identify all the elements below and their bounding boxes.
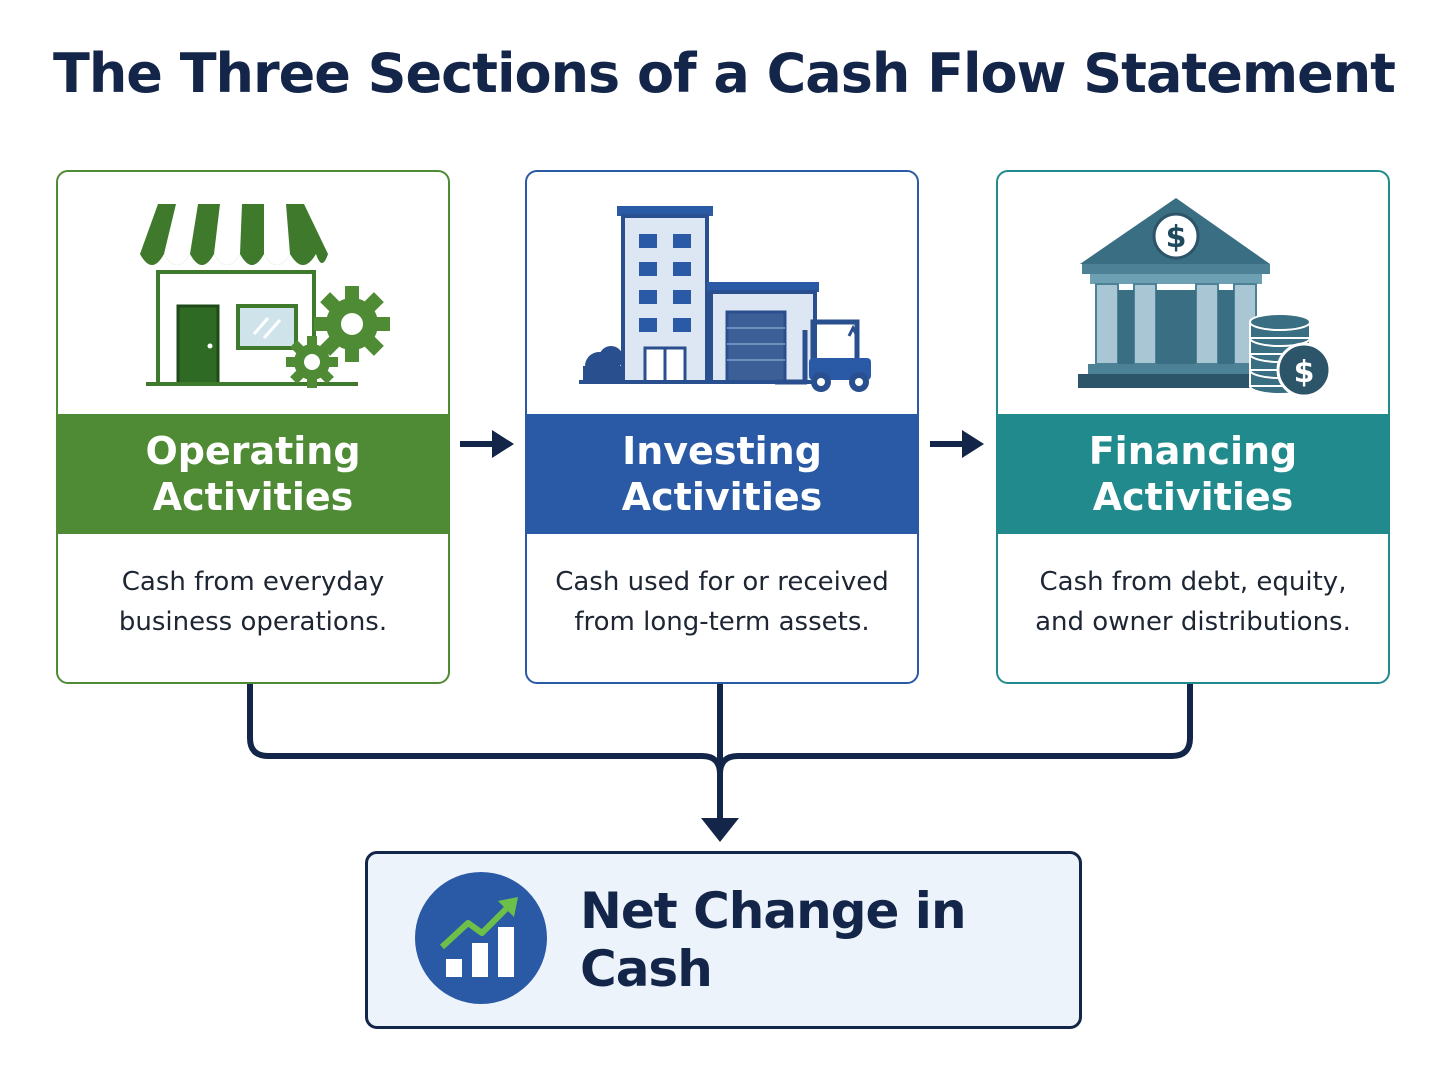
financing-activities-card: $ xyxy=(996,170,1390,684)
operating-activities-description: Cash from everyday business operations. xyxy=(118,567,388,637)
office-building-warehouse-forklift-icon xyxy=(527,172,917,414)
svg-text:$: $ xyxy=(1166,220,1187,255)
operating-activities-title: Operating Activities xyxy=(145,429,361,519)
financing-activities-description: Cash from debt, equity, and owner distri… xyxy=(1035,567,1351,637)
investing-activities-title: Investing Activities xyxy=(621,429,823,519)
investing-activities-card: Investing Activities Cash used for or re… xyxy=(525,170,919,684)
arrow-investing-to-financing xyxy=(930,430,984,458)
growth-chart-icon xyxy=(415,872,547,1004)
financing-activities-title: Financing Activities xyxy=(1088,429,1298,519)
operating-activities-card: Operating Activities Cash from everyday … xyxy=(56,170,450,684)
storefront-with-gears-icon xyxy=(58,172,448,414)
operating-activities-band: Operating Activities xyxy=(58,414,448,534)
investing-activities-description: Cash used for or received from long-term… xyxy=(555,567,889,637)
arrow-operating-to-investing xyxy=(460,430,514,458)
net-change-in-cash-label: Net Change in Cash xyxy=(580,882,967,998)
investing-activities-band: Investing Activities xyxy=(527,414,917,534)
financing-activities-band: Financing Activities xyxy=(998,414,1388,534)
net-change-in-cash-box: Net Change in Cash xyxy=(365,851,1082,1029)
bank-with-coins-icon: $ xyxy=(998,172,1388,414)
svg-text:$: $ xyxy=(1294,355,1315,390)
diagram-title: The Three Sections of a Cash Flow Statem… xyxy=(53,42,1396,105)
